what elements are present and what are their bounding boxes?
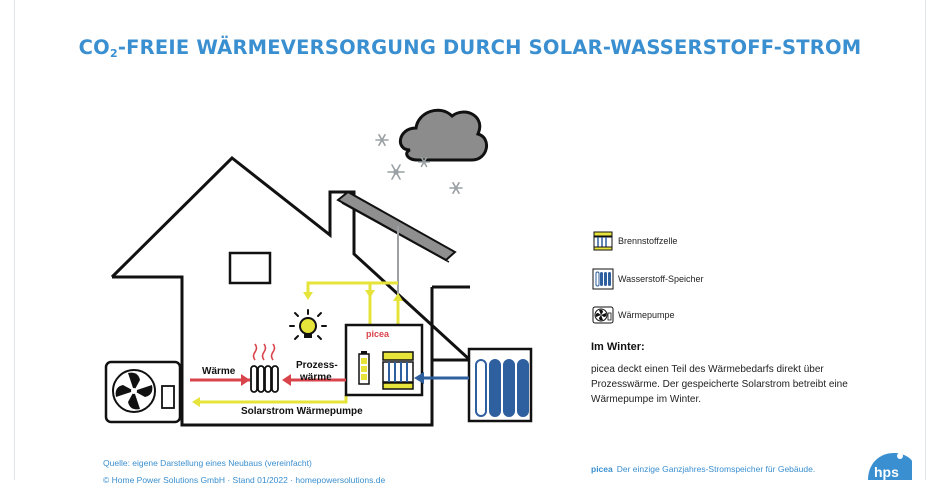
hydrogen-storage-icon xyxy=(467,347,533,423)
fuel-cell-icon xyxy=(382,351,414,390)
hydrogen-storage-icon xyxy=(592,268,614,290)
fuel-cell-icon xyxy=(593,231,613,251)
svg-text:hps: hps xyxy=(874,464,899,480)
arrow-right xyxy=(241,374,250,386)
house-outline xyxy=(110,156,474,427)
page-title: CO2-FREIE WÄRMEVERSORGUNG DURCH SOLAR-WA… xyxy=(78,36,862,60)
house-window xyxy=(228,251,272,285)
copyright-line: © Home Power Solutions GmbH · Stand 01/2… xyxy=(103,475,386,485)
cloud-icon xyxy=(399,108,488,162)
light-bulb-icon xyxy=(289,309,327,340)
arrow-down xyxy=(303,292,313,300)
picea-box xyxy=(344,323,424,397)
source-note: Quelle: eigene Darstellung eines Neubaus… xyxy=(103,458,312,468)
legend-item-heat-pump: Wärmepumpe xyxy=(592,302,675,328)
hps-logo: hps xyxy=(868,453,912,480)
label-waerme: Wärme xyxy=(202,366,236,377)
heat-pump-icon xyxy=(104,360,182,424)
arrow-left xyxy=(192,397,200,407)
legend-item-hydrogen-storage: Wasserstoff-Speicher xyxy=(592,266,704,292)
arrow-left xyxy=(414,372,424,384)
snowflake-icon xyxy=(375,134,463,194)
legend-item-fuel-cell: Brennstoffzelle xyxy=(592,228,677,254)
label-solarstrom: Solarstrom Wärmepumpe xyxy=(241,406,363,417)
arrow-left xyxy=(282,374,291,386)
heat-pump-icon xyxy=(592,306,614,324)
radiator-icon xyxy=(250,343,279,393)
picea-label: picea xyxy=(366,329,390,339)
arrow-up xyxy=(393,293,403,301)
solar-panel xyxy=(336,190,457,263)
battery-icon xyxy=(358,351,370,385)
label-prozess: Prozess- xyxy=(296,360,338,371)
page-frame xyxy=(14,0,926,480)
winter-description: picea deckt einen Teil des Wärmebedarfs … xyxy=(591,364,848,405)
winter-heading: Im Winter: xyxy=(591,341,645,353)
arrow-down xyxy=(365,290,375,298)
label-waerme-process: wärme xyxy=(299,372,332,383)
